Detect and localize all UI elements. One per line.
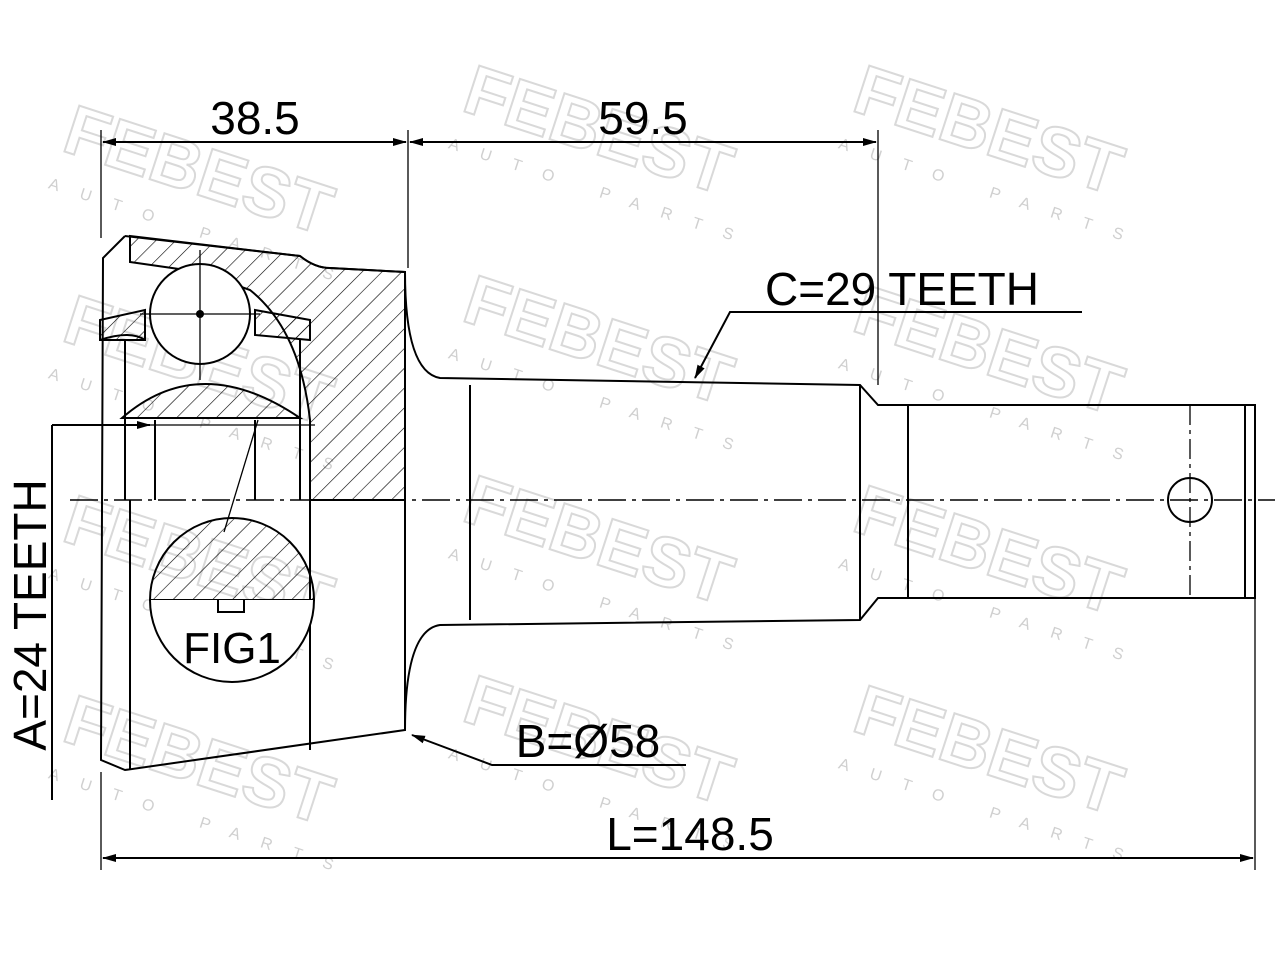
dim-left-label: 38.5	[210, 92, 300, 144]
stem-shaft	[404, 271, 1256, 731]
figure-label: FIG1	[183, 624, 281, 673]
teeth-inner-label: A=24 TEETH	[4, 479, 56, 750]
dim-right-label: 59.5	[598, 92, 688, 144]
extension-lines	[100, 130, 1256, 870]
cotter-hole	[1167, 477, 1213, 523]
ball-cage	[60, 250, 315, 500]
outer-housing	[99, 234, 406, 772]
teeth-outer-label: C=29 TEETH	[765, 263, 1039, 315]
diameter-label: B=Ø58	[516, 715, 661, 767]
dimension-lines	[51, 138, 1254, 862]
fig1-section: FIG1	[148, 419, 316, 683]
length-label: L=148.5	[606, 808, 774, 860]
